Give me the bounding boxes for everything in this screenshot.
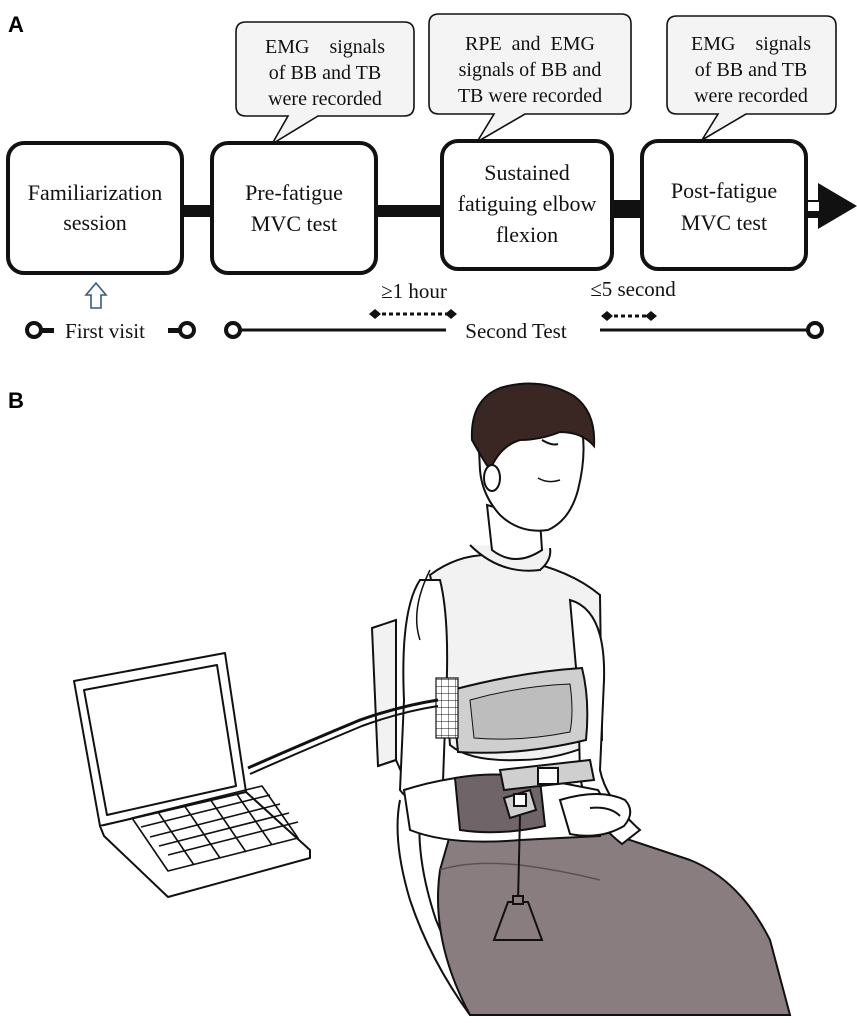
callout-2-line-1: RPE and EMG bbox=[465, 33, 595, 55]
step-4-line-1: Post-fatigue bbox=[671, 178, 777, 203]
wrist-belt bbox=[498, 758, 596, 792]
callout-1-line-3: were recorded bbox=[268, 88, 382, 110]
step-1-line-1: Familiarization bbox=[28, 180, 162, 205]
up-arrow-icon bbox=[84, 281, 108, 309]
panel-b-label: B bbox=[8, 388, 24, 413]
callout-3-line-3: were recorded bbox=[694, 85, 808, 107]
second-test-bracket bbox=[224, 321, 824, 339]
step-3-line-1: Sustained bbox=[484, 160, 570, 185]
interval-label-1-hour: ≥1 hour bbox=[381, 279, 447, 303]
step-pre-fatigue-mvc-test: Pre-fatigue MVC test bbox=[210, 141, 378, 275]
step-4-line-2: MVC test bbox=[681, 210, 767, 235]
interval-label-5-second: ≤5 second bbox=[590, 277, 676, 301]
head bbox=[470, 382, 596, 532]
callout-3-line-1: EMG signals bbox=[691, 33, 811, 55]
trousers bbox=[437, 822, 792, 1016]
callout-3-line-2: of BB and TB bbox=[695, 59, 807, 81]
panel-a-label: A bbox=[8, 12, 24, 37]
step-2-line-2: MVC test bbox=[251, 211, 337, 236]
callout-2-line-2: signals of BB and bbox=[459, 59, 602, 81]
step-3-line-3: flexion bbox=[496, 222, 558, 247]
timeline-end-arrow bbox=[805, 183, 857, 229]
second-test-label: Second Test bbox=[465, 319, 567, 343]
chair-back bbox=[370, 618, 405, 779]
emg-electrode-grid bbox=[435, 677, 459, 739]
step-2-line-1: Pre-fatigue bbox=[245, 180, 343, 205]
first-visit-label: First visit bbox=[65, 319, 145, 343]
callout-1-line-1: EMG signals bbox=[265, 36, 385, 58]
callout-3: EMG signals of BB and TB were recorded bbox=[666, 15, 837, 141]
weight-cord bbox=[517, 815, 521, 903]
emg-cable bbox=[247, 698, 439, 775]
step-1-line-2: session bbox=[63, 210, 127, 235]
interval-arrow-2 bbox=[601, 311, 657, 321]
chest-strap bbox=[450, 666, 589, 754]
callout-1-line-2: of BB and TB bbox=[269, 62, 381, 84]
callout-1: EMG signals of BB and TB were recorded bbox=[235, 21, 415, 145]
hands bbox=[558, 793, 632, 837]
step-post-fatigue-mvc-test: Post-fatigue MVC test bbox=[640, 139, 808, 271]
weight-icon bbox=[492, 895, 544, 941]
step-familiarization-session: Familiarization session bbox=[6, 141, 184, 275]
interval-arrow-1 bbox=[369, 309, 457, 319]
callout-2: RPE and EMG signals of BB and TB were re… bbox=[428, 13, 632, 143]
first-visit-bracket bbox=[25, 321, 196, 339]
step-3-line-2: fatiguing elbow bbox=[458, 191, 597, 216]
wrist-cuff bbox=[502, 788, 538, 820]
step-sustained-fatiguing-elbow-flexion: Sustained fatiguing elbow flexion bbox=[440, 139, 614, 271]
callout-2-line-3: TB were recorded bbox=[458, 85, 602, 107]
laptop-icon bbox=[73, 652, 311, 898]
